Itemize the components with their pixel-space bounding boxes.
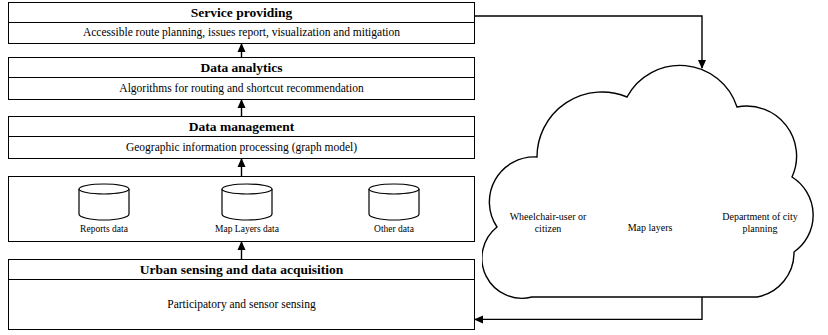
box-title: Other data bbox=[374, 224, 414, 234]
database-cylinder: Other data bbox=[339, 183, 449, 239]
icon-label: Wheelchair-user or citizen bbox=[504, 211, 592, 234]
storage-group: Reports data Map Layers data Other data bbox=[8, 176, 475, 242]
box-subtitle: Accessible route planning, issues report… bbox=[9, 23, 474, 43]
flow-arrow bbox=[241, 44, 242, 57]
box-title: Urban sensing and data acquisition bbox=[9, 260, 474, 280]
layer-box: Urban sensing and data acquisitionPartic… bbox=[8, 259, 475, 330]
layer-box: Data managementGeographic information pr… bbox=[8, 116, 475, 159]
box-title: Service providing bbox=[9, 3, 474, 23]
cylinder-shape bbox=[221, 183, 273, 221]
flow-arrow bbox=[475, 297, 702, 319]
flow-arrow bbox=[241, 242, 242, 259]
cylinder-shape bbox=[78, 183, 130, 221]
cylinder-shape bbox=[368, 183, 420, 221]
cloud-outline bbox=[482, 52, 820, 314]
box-subtitle: Participatory and sensor sensing bbox=[9, 280, 474, 329]
box-subtitle: Geographic information processing (graph… bbox=[9, 137, 474, 158]
box-title: Map Layers data bbox=[215, 224, 279, 234]
flow-arrow bbox=[241, 100, 242, 116]
database-cylinder: Reports data bbox=[49, 183, 159, 239]
layer-box: Service providingAccessible route planni… bbox=[8, 2, 475, 44]
box-title: Data analytics bbox=[9, 58, 474, 78]
icon-label: Department of city planning bbox=[719, 211, 801, 234]
database-cylinder: Map Layers data bbox=[187, 183, 307, 239]
flow-arrow bbox=[241, 159, 242, 176]
flow-arrow bbox=[475, 16, 702, 68]
box-subtitle: Algorithms for routing and shortcut reco… bbox=[9, 78, 474, 99]
cloud-platform bbox=[482, 52, 820, 314]
icon-label: Map layers bbox=[610, 222, 690, 234]
layer-box: Data analyticsAlgorithms for routing and… bbox=[8, 57, 475, 100]
box-title: Data management bbox=[9, 117, 474, 137]
box-title: Reports data bbox=[80, 224, 128, 234]
